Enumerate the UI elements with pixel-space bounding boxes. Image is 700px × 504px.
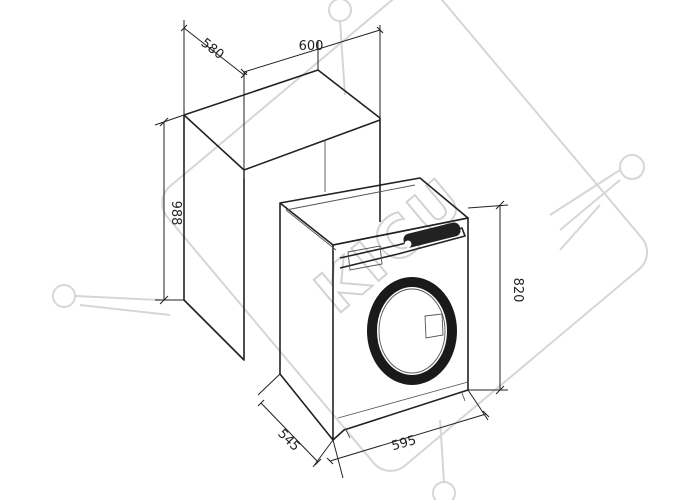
control-panel <box>339 227 466 269</box>
watermark: KICU <box>52 0 649 504</box>
dim-label-600: 600 <box>299 39 324 54</box>
dimension-lines <box>154 20 509 479</box>
door-porthole <box>367 277 457 385</box>
watermark-text: KICU <box>302 164 478 327</box>
washing-machine <box>279 177 469 441</box>
detergent-drawer <box>347 245 383 271</box>
dim-label-545: 545 <box>274 426 302 454</box>
program-knob-icon <box>404 240 412 248</box>
door-glass <box>378 288 446 374</box>
dim-label-595: 595 <box>390 433 418 454</box>
dim-label-988: 988 <box>168 201 183 226</box>
dim-label-580: 580 <box>198 36 227 63</box>
cabinet <box>183 69 381 361</box>
dim-label-820: 820 <box>510 278 525 303</box>
display-panel <box>403 222 461 248</box>
machine-side <box>279 203 334 441</box>
door-handle <box>424 313 444 339</box>
